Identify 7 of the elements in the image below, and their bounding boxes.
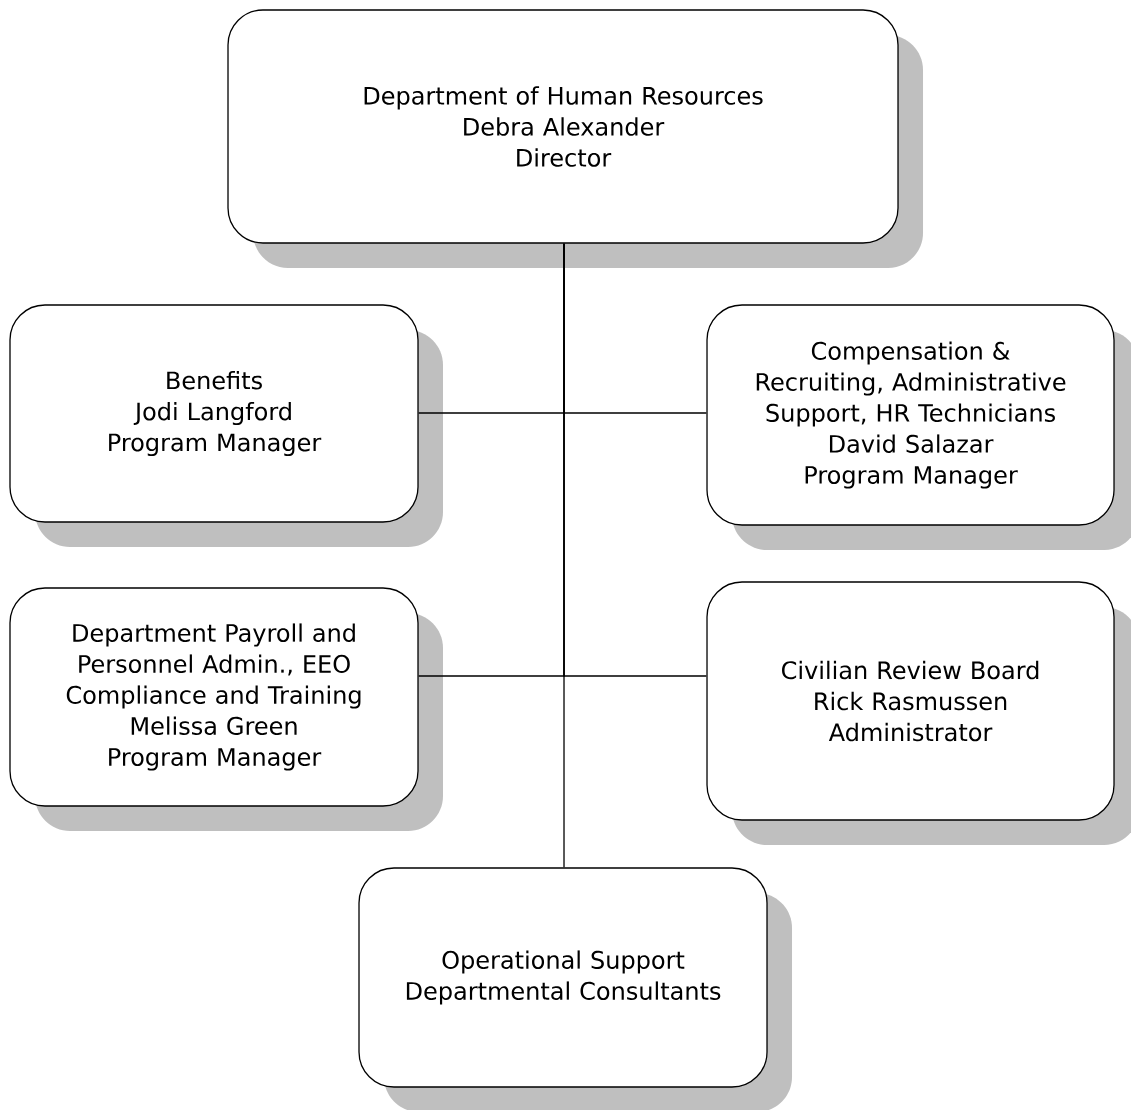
org-box: Civilian Review Board Rick Rasmussen Administrator <box>706 581 1131 845</box>
org-box: Operational Support Departmental Consultants <box>358 867 792 1110</box>
org-box: Department Payroll and Personnel Admin., EEO Compliance and Training Melissa Green Program Manager <box>9 587 443 831</box>
connector-line <box>563 243 565 868</box>
org-box: Compensation & Recruiting, Administrative Support, HR Technicians David Salazar Program Manager <box>706 304 1131 550</box>
org-box: Benefits Jodi Langford Program Manager <box>9 304 443 547</box>
org-box: Department of Human Resources Debra Alexander Director <box>227 9 923 268</box>
